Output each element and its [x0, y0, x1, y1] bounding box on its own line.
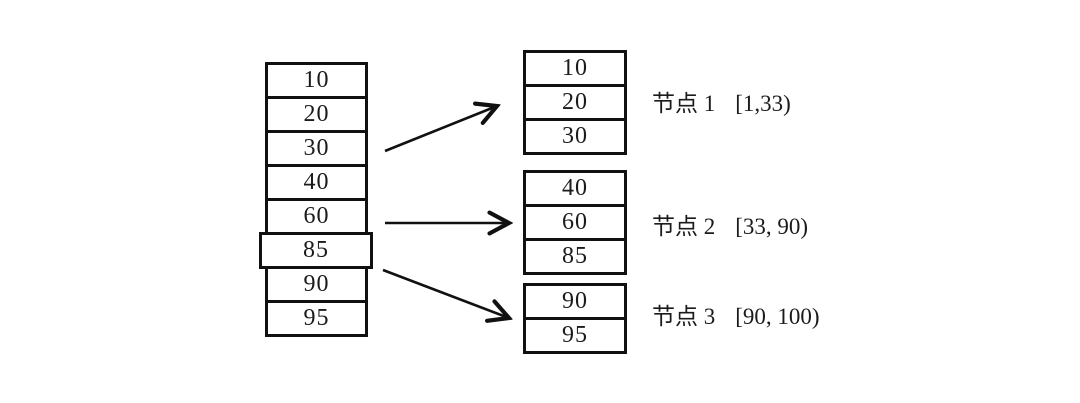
node-2-range: [33, 90)	[735, 214, 809, 239]
stack-cell: 10	[523, 50, 627, 87]
node-3-name: 节点 3	[652, 304, 716, 329]
node-2-name: 节点 2	[652, 214, 716, 239]
arrow-to-node-3-icon	[382, 268, 509, 318]
node-2-label: 节点 2 [33, 90)	[652, 213, 808, 241]
node-1-label: 节点 1 [1,33)	[652, 90, 791, 118]
stack-cell: 85	[259, 232, 373, 269]
arrow-to-node-1-icon	[384, 106, 497, 153]
node-3-range: [90, 100)	[735, 304, 820, 329]
stack-cell: 30	[265, 130, 368, 167]
node-3-label: 节点 3 [90, 100)	[652, 303, 820, 331]
stack-cell: 85	[523, 238, 627, 275]
stack-cell: 10	[265, 62, 368, 99]
stack-cell: 40	[523, 170, 627, 207]
stack-cell: 40	[265, 164, 368, 201]
node-1-range: [1,33)	[735, 91, 791, 116]
stack-cell: 90	[523, 283, 627, 320]
stack-cell: 95	[265, 300, 368, 337]
stack-cell: 95	[523, 317, 627, 354]
stack-cell: 30	[523, 118, 627, 155]
node-1-name: 节点 1	[652, 91, 716, 116]
stack-cell: 20	[523, 84, 627, 121]
stack-cell: 20	[265, 96, 368, 133]
stack-cell: 60	[523, 204, 627, 241]
stack-cell: 90	[265, 266, 368, 303]
stack-cell: 60	[265, 198, 368, 235]
